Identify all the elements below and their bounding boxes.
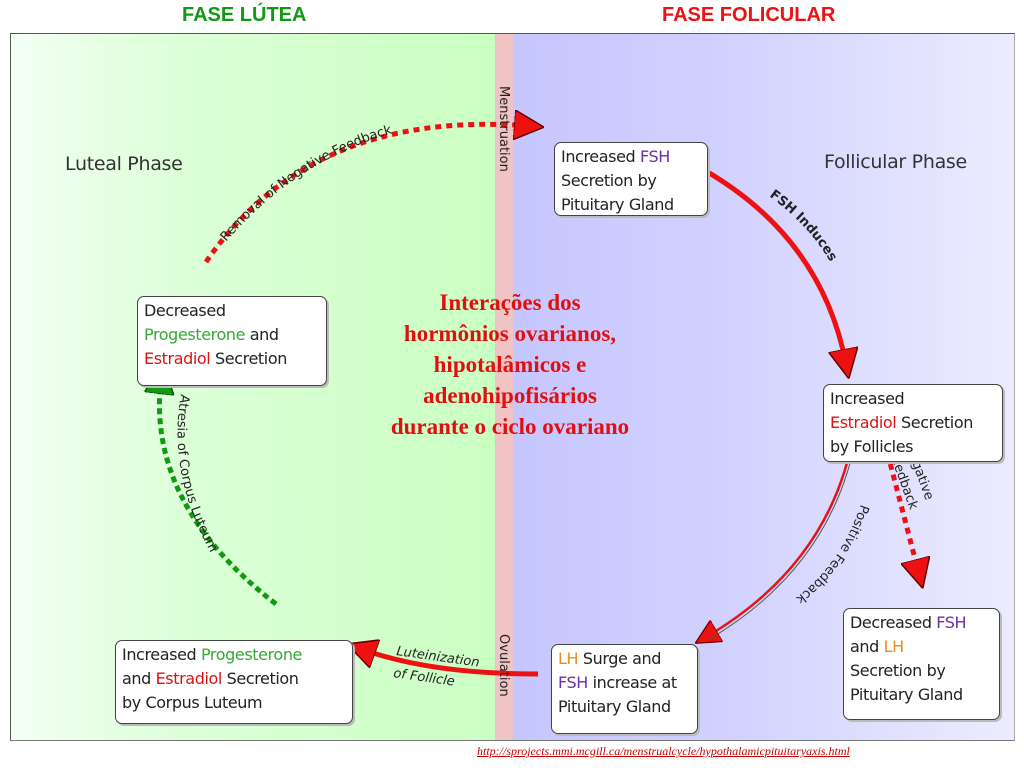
caption-line: hormônios ovarianos, [403, 321, 617, 346]
removal-negative-feedback-label: Removal of Negative Feedback [218, 122, 394, 244]
removal-negative-feedback-arrow [203, 124, 529, 264]
center-caption: Interações dos hormônios ovarianos, hipo… [325, 287, 695, 442]
menstruation-band [495, 34, 513, 740]
box-text: by Corpus Luteum [122, 693, 263, 712]
box-text: Secretion [896, 413, 973, 432]
fsh-term: FSH [558, 673, 588, 692]
box-text: Pituitary Gland [850, 685, 963, 704]
source-link[interactable]: http://sprojects.mmi.mcgill.ca/menstrual… [477, 744, 850, 758]
luteal-phase-header: FASE LÚTEA [182, 4, 307, 26]
follicular-phase-label: Follicular Phase [824, 151, 967, 173]
caption-line: hipotalâmicos e [433, 352, 587, 377]
box-text: and [245, 325, 279, 344]
estradiol-term: Estradiol [155, 669, 223, 688]
caption-line: Interações dos [439, 290, 581, 315]
positive-feedback-arrow [706, 431, 856, 637]
luteinization-arrow [361, 649, 539, 677]
progesterone-term: Progesterone [144, 325, 246, 344]
fsh-induces-arrow [695, 163, 846, 364]
positive-feedback-outline [707, 431, 858, 641]
increased-fsh-box: Increased FSH Secretion by Pituitary Gla… [554, 142, 708, 216]
lh-term: LH [558, 649, 579, 668]
box-text: Pituitary Gland [561, 195, 674, 214]
box-text: Pituitary Gland [558, 697, 671, 716]
decreased-progesterone-box: Decreased Progesterone and Estradiol Sec… [137, 296, 327, 386]
estradiol-term: Estradiol [830, 413, 897, 432]
fsh-term: FSH [639, 147, 670, 166]
box-text: Increased [122, 645, 201, 664]
positive-feedback-label: Positive Feedback [793, 503, 872, 607]
box-text: Secretion by [850, 661, 946, 680]
cycle-diagram-frame: Removal of Negative Feedback FSH Induces… [10, 33, 1015, 741]
atresia-arrow [159, 379, 278, 606]
box-text: Increased [830, 389, 905, 408]
follicular-phase-header: FASE FOLICULAR [662, 4, 836, 26]
box-text: Surge and [578, 649, 662, 668]
luteal-phase-label: Luteal Phase [65, 153, 183, 175]
fsh-term: FSH [936, 613, 967, 632]
estradiol-term: Estradiol [144, 349, 211, 368]
box-text: increase at [587, 673, 678, 692]
lh-term: LH [883, 637, 905, 656]
caption-line: adenohipofisários [423, 383, 597, 408]
ovulation-label: Ovulation [496, 634, 511, 697]
box-text: Secretion by [561, 171, 657, 190]
box-text: Decreased [144, 301, 226, 320]
lh-surge-box: LH Surge and FSH increase at Pituitary G… [551, 644, 698, 734]
box-text: Secretion [221, 669, 299, 688]
luteal-background [11, 34, 495, 740]
box-text: Decreased [850, 613, 937, 632]
caption-line: durante o ciclo ovariano [390, 414, 630, 439]
decreased-fsh-lh-box: Decreased FSH and LH Secretion by Pituit… [843, 608, 1000, 720]
increased-estradiol-box: Increased Estradiol Secretion by Follicl… [823, 384, 1003, 462]
box-text: Secretion [210, 349, 287, 368]
increased-progesterone-box: Increased Progesterone and Estradiol Sec… [115, 640, 353, 724]
progesterone-term: Progesterone [200, 645, 303, 664]
box-text: by Follicles [830, 437, 914, 456]
menstruation-label: Menstruation [496, 86, 511, 172]
atresia-label: Atresia of Corpus Luteum [173, 393, 220, 555]
box-text: and [850, 637, 884, 656]
box-text: Increased [561, 147, 640, 166]
box-text: and [122, 669, 156, 688]
cycle-arrows: Removal of Negative Feedback FSH Induces… [11, 86, 936, 697]
